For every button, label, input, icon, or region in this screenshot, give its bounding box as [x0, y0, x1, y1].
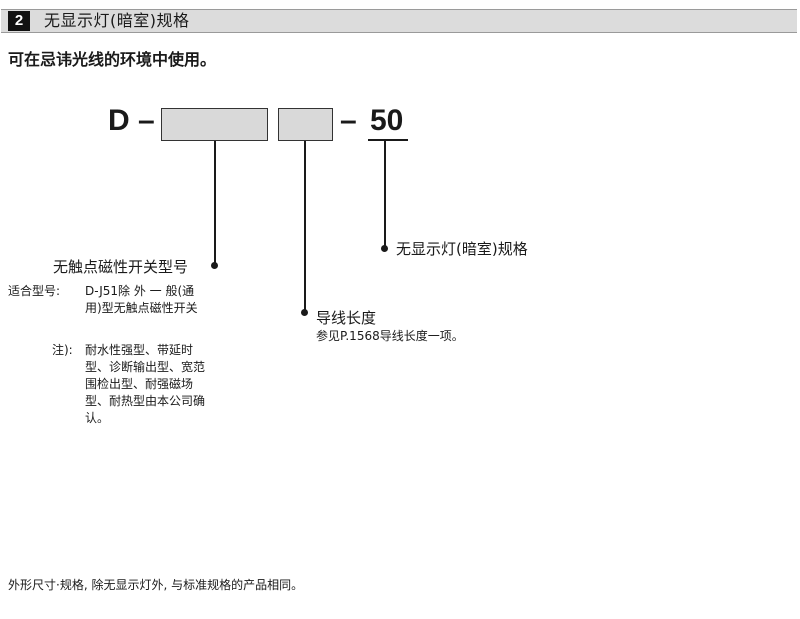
- note-text: 耐水性强型、带延时型、诊断输出型、宽范围检出型、耐强磁场型、耐热型由本公司确认。: [85, 343, 206, 425]
- switch-model-leader-line: [214, 141, 216, 265]
- note-label: 注):: [52, 343, 73, 357]
- section-number-badge: 2: [8, 11, 30, 31]
- switch-model-label: 无触点磁性开关型号: [53, 258, 189, 276]
- applicable-models-text: D-J51除 外 一 般(通用)型无触点磁性开关: [85, 284, 198, 315]
- lead-length-text: 参见P.1568导线长度一项。: [316, 329, 464, 343]
- no-indicator-label: 无显示灯(暗室)规格: [396, 240, 528, 258]
- section-title: 无显示灯(暗室)规格: [44, 11, 190, 30]
- footer-note: 外形尺寸·规格, 除无显示灯外, 与标准规格的产品相同。: [8, 578, 304, 592]
- code-separator: –: [340, 104, 357, 137]
- switch-model-box: [161, 108, 268, 141]
- suffix-underline: [368, 139, 408, 141]
- applicable-models-label: 适合型号:: [8, 284, 61, 298]
- lead-length-leader-dot: [301, 309, 308, 316]
- intro-text: 可在忌讳光线的环境中使用。: [8, 50, 217, 69]
- lead-length-box: [278, 108, 333, 141]
- no-indicator-leader-line: [384, 141, 386, 248]
- lead-length-label: 导线长度: [316, 309, 377, 327]
- section-header-bar: [1, 9, 797, 33]
- code-prefix: D –: [108, 104, 155, 137]
- no-indicator-leader-dot: [381, 245, 388, 252]
- switch-model-leader-dot: [211, 262, 218, 269]
- lead-length-leader-line: [304, 141, 306, 312]
- code-suffix: 50: [370, 104, 404, 137]
